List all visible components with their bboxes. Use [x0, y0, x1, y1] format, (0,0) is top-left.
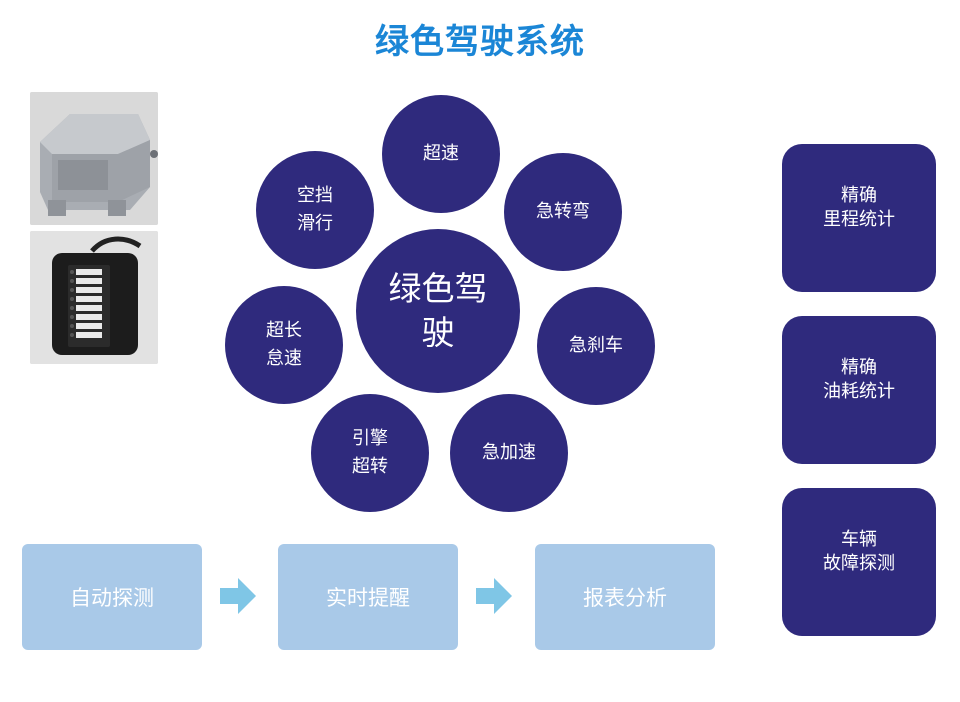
- box-mileage-stats-label: 精确 里程统计: [823, 185, 895, 230]
- flow-step-realtime-alert-label: 实时提醒: [326, 586, 410, 610]
- center-label: 绿色驾 驶: [388, 269, 488, 352]
- circle-long-idle-label: 超长 怠速: [266, 320, 302, 369]
- box-fuel-stats-label: 精确 油耗统计: [823, 357, 895, 402]
- flow-step-auto-detect: 自动探测: [22, 544, 202, 650]
- page-title: 绿色驾驶系统: [375, 22, 585, 62]
- circle-neutral-coast-label: 空挡 滑行: [297, 185, 333, 234]
- circle-engine-overrev: 引擎 超转: [311, 394, 429, 512]
- box-fault-detection-label: 车辆 故障探测: [823, 529, 895, 574]
- flow-arrow-icon: [476, 578, 512, 614]
- device-photo-bottom: [30, 231, 158, 364]
- circle-speeding-label: 超速: [423, 143, 459, 164]
- circle-hard-brake: 急刹车: [537, 287, 655, 405]
- flow-step-realtime-alert: 实时提醒: [278, 544, 458, 650]
- circle-long-idle: 超长 怠速: [225, 286, 343, 404]
- box-fault-detection: 车辆 故障探测: [782, 488, 936, 636]
- flow-step-auto-detect-label: 自动探测: [70, 586, 154, 610]
- circle-neutral-coast: 空挡 滑行: [256, 151, 374, 269]
- circle-speeding: 超速: [382, 95, 500, 213]
- center-circle: 绿色驾 驶: [356, 229, 520, 393]
- circle-hard-accel: 急加速: [450, 394, 568, 512]
- circle-hard-accel-label: 急加速: [482, 442, 536, 463]
- flow-step-report-analysis: 报表分析: [535, 544, 715, 650]
- circle-sharp-turn-label: 急转弯: [536, 201, 590, 222]
- device-photo-top: [30, 92, 158, 225]
- flow-arrow-icon: [220, 578, 256, 614]
- circle-sharp-turn: 急转弯: [504, 153, 622, 271]
- box-fuel-stats: 精确 油耗统计: [782, 316, 936, 464]
- circle-hard-brake-label: 急刹车: [569, 335, 623, 356]
- circle-engine-overrev-label: 引擎 超转: [352, 428, 388, 477]
- box-mileage-stats: 精确 里程统计: [782, 144, 936, 292]
- flow-step-report-analysis-label: 报表分析: [583, 586, 667, 610]
